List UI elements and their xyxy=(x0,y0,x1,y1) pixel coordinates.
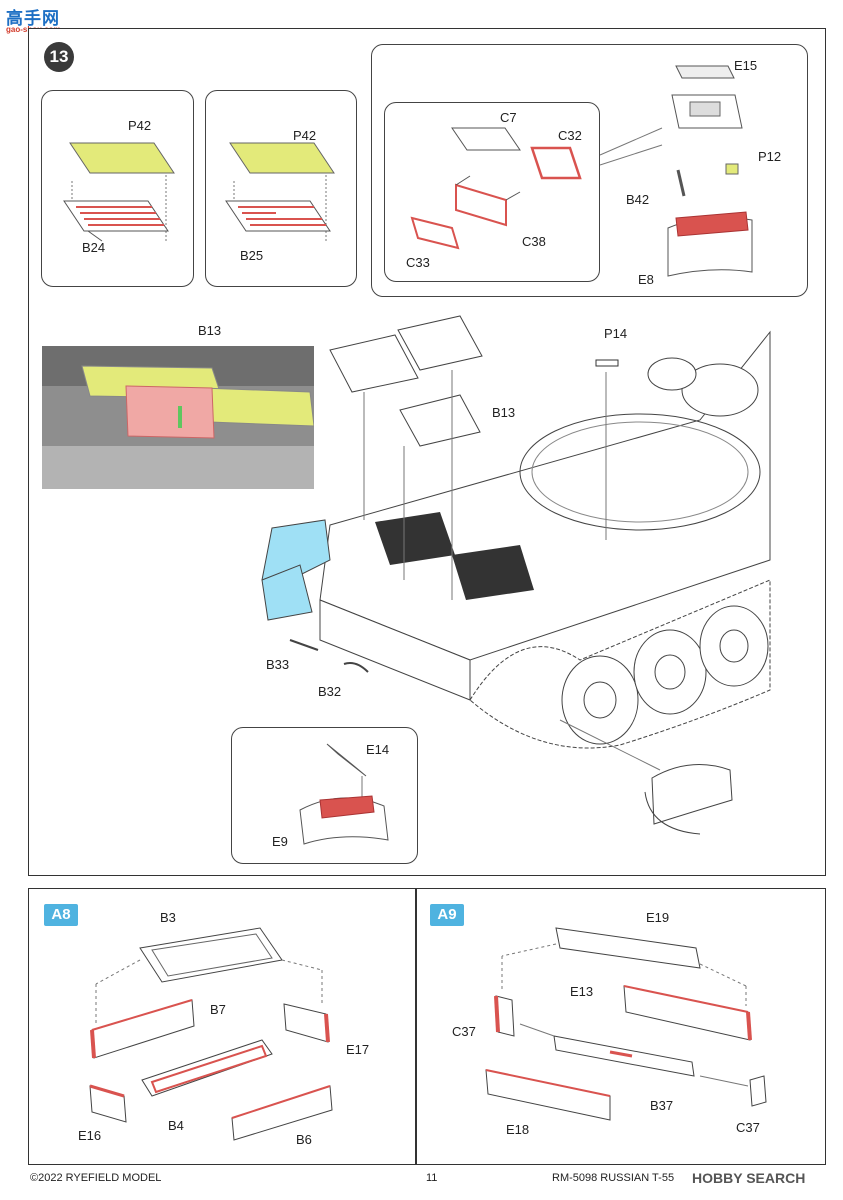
panel-a9-frame xyxy=(416,888,826,1165)
label-b4: B4 xyxy=(168,1118,184,1133)
label-b32: B32 xyxy=(318,684,342,699)
label-b37: B37 xyxy=(650,1098,674,1113)
footer-page-number: 11 xyxy=(426,1172,438,1184)
label-e16: E16 xyxy=(78,1128,102,1143)
label-e19: E19 xyxy=(646,910,670,925)
footer-product: RM-5098 RUSSIAN T-55 xyxy=(552,1172,675,1184)
label-e8: E8 xyxy=(638,272,654,287)
label-b7: B7 xyxy=(210,1002,226,1017)
panel-a9-badge: A9 xyxy=(430,904,464,926)
label-p42-b: P42 xyxy=(293,128,317,143)
label-b42: B42 xyxy=(626,192,650,207)
e9-drawing xyxy=(299,743,389,845)
label-c37-right: C37 xyxy=(736,1120,760,1135)
label-c33: C33 xyxy=(406,255,430,270)
step-number-badge: 13 xyxy=(44,42,74,72)
subassembly-box-e9 xyxy=(231,727,418,864)
label-e14: E14 xyxy=(366,742,390,757)
label-p12: P12 xyxy=(758,149,782,164)
label-b6: B6 xyxy=(296,1132,312,1147)
label-c37-left: C37 xyxy=(452,1024,476,1039)
label-b24: B24 xyxy=(82,240,106,255)
label-e17: E17 xyxy=(346,1042,370,1057)
label-b33: B33 xyxy=(266,657,290,672)
label-e18: E18 xyxy=(506,1122,530,1137)
label-p14: P14 xyxy=(604,326,628,341)
label-c32: C32 xyxy=(558,128,582,143)
b25-drawing xyxy=(225,142,335,241)
footer-watermark: HOBBY SEARCH xyxy=(692,1170,806,1186)
label-p42-a: P42 xyxy=(128,118,152,133)
label-b3: B3 xyxy=(160,910,176,925)
panel-a8-badge: A8 xyxy=(44,904,78,926)
label-c38: C38 xyxy=(522,234,546,249)
reference-photo-drawing xyxy=(42,346,314,489)
label-b25: B25 xyxy=(240,248,264,263)
b24-drawing xyxy=(63,142,175,242)
label-e13: E13 xyxy=(570,984,594,999)
subassembly-box-b24 xyxy=(41,90,194,287)
label-b13-photo: B13 xyxy=(198,323,222,338)
label-b13-main: B13 xyxy=(492,405,516,420)
label-e15: E15 xyxy=(734,58,758,73)
reference-photo xyxy=(42,346,314,489)
label-c7: C7 xyxy=(500,110,517,125)
watermark-logo-text: 高手网 xyxy=(6,9,60,28)
label-e9: E9 xyxy=(272,834,288,849)
footer-copyright: ©2022 RYEFIELD MODEL xyxy=(30,1172,162,1184)
subassembly-box-b25 xyxy=(205,90,357,287)
